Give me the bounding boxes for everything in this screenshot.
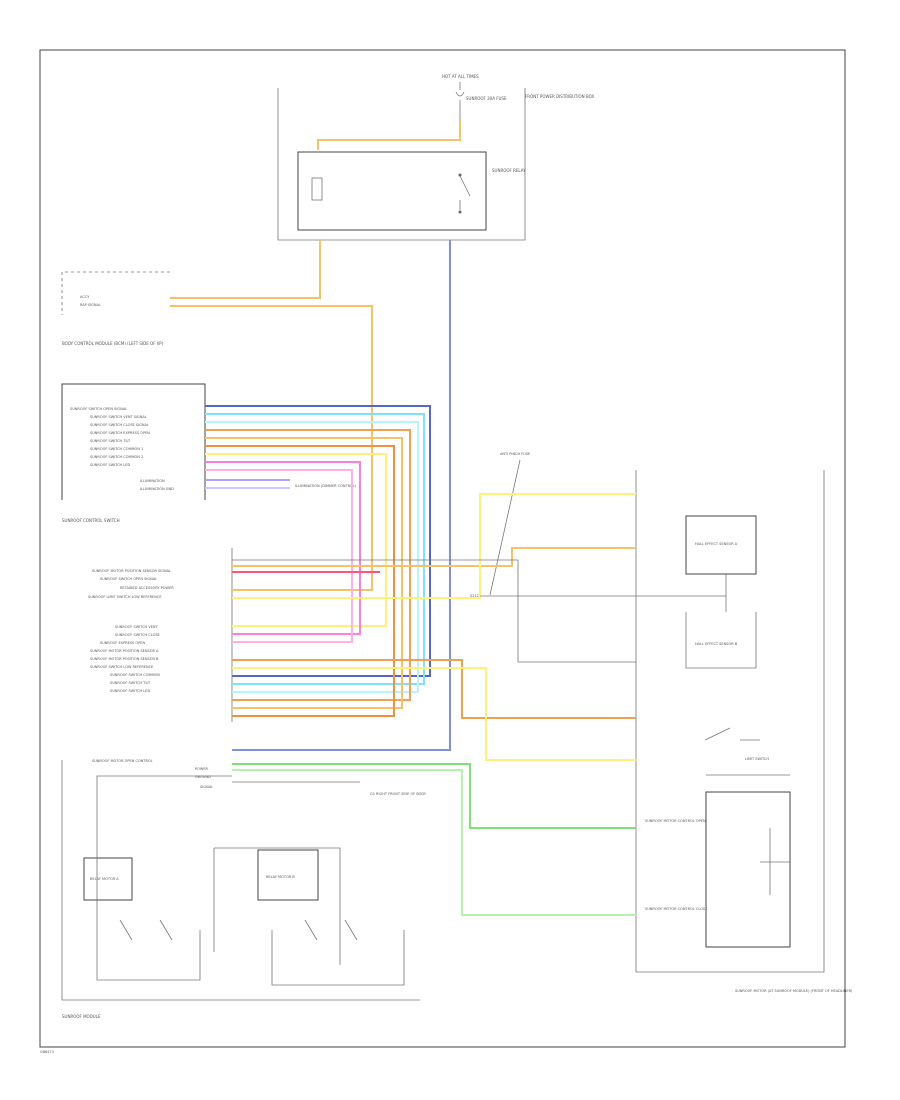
module-pin: SUNROOF LIMIT SWITCH LOW REFERENCE	[88, 595, 162, 599]
switch-pin: SUNROOF SWITCH COMMON 1	[90, 447, 143, 451]
module-block: SUNROOF MOTOR POSITION SENSOR SIGNAL SUN…	[88, 548, 427, 796]
motor-assembly: HALL EFFECT SENSOR A HALL EFFECT SENSOR …	[635, 470, 853, 993]
module-pin: SUNROOF MOTOR POSITION SENSOR A	[90, 649, 159, 653]
diagram-frame	[39, 49, 846, 1048]
wire-orange-accy	[170, 240, 321, 299]
hall-sensor-a-label: HALL EFFECT SENSOR A	[695, 542, 738, 546]
bcm-label: BODY CONTROL MODULE (BCM) (LEFT SIDE OF …	[62, 341, 164, 346]
limit-switch-label: LIMIT SWITCH	[745, 757, 769, 761]
bcm-pin-1: ACCY	[80, 295, 90, 299]
bcm-pin-2: RAP SIGNAL	[80, 303, 101, 307]
hall-sensor-b-label: HALL EFFECT SENSOR B	[695, 642, 738, 646]
module-pin: SUNROOF SWITCH CLOSE	[115, 633, 160, 637]
ground-note: G1 RIGHT FRONT SIDE OF BODY	[370, 792, 427, 796]
module-pin: SUNROOF SWITCH COMMON	[110, 673, 160, 677]
motor-control-close-label: SUNROOF MOTOR CONTROL CLOSE	[645, 907, 707, 911]
module-pin: SUNROOF SWITCH OPEN SIGNAL	[100, 577, 157, 581]
wire-yellow-common2	[205, 453, 387, 627]
wire-cyan-vent	[205, 413, 425, 685]
wire-lightgreen-close	[232, 769, 636, 916]
fuse-relay-block: HOT AT ALL TIMES SUNROOF 30A FUSE FRONT …	[277, 74, 595, 241]
wire-lightcyan-close	[205, 421, 419, 693]
switch-pin: ILLUMINATION GND	[140, 487, 174, 491]
switch-block: SUNROOF SWITCH OPEN SIGNAL SUNROOF SWITC…	[61, 383, 357, 523]
switch-pin: ILLUMINATION	[140, 479, 165, 483]
splice-label: S212	[470, 594, 479, 598]
lower-module-label: SUNROOF MODULE	[62, 1014, 101, 1019]
wire-tan-speed	[170, 305, 373, 591]
relay-label: SUNROOF RELAY	[492, 168, 526, 173]
wire-orange-feed	[317, 120, 461, 150]
switch-pin: SUNROOF SWITCH EXPRESS OPEN	[90, 431, 150, 435]
relay-motor-b-label: RELAY MOTOR B	[266, 875, 295, 879]
wire-tan-low	[232, 659, 636, 719]
switch-pin: SUNROOF SWITCH CLOSE SIGNAL	[90, 423, 149, 427]
switch-pin: SUNROOF SWITCH OPEN SIGNAL	[70, 407, 127, 411]
switch-pin: SUNROOF SWITCH TILT	[90, 439, 131, 443]
lower-pin-list: SUNROOF MOTOR OPEN CONTROL POWER GROUND …	[92, 759, 213, 789]
motor-assembly-label: SUNROOF MOTOR (AT SUNROOF MODULE) (FRONT…	[735, 989, 853, 993]
lower-pin: SUNROOF MOTOR OPEN CONTROL	[92, 759, 153, 763]
illumination-note: ILLUMINATION (DIMMER CONTROL)	[295, 484, 357, 488]
switch-label: SUNROOF CONTROL SWITCH	[62, 518, 120, 523]
wire-grey-sensor	[232, 559, 636, 663]
lower-module: SUNROOF MODULE RELAY MOTOR A RELAY MOTOR…	[61, 760, 420, 1019]
power-top-label: HOT AT ALL TIMES	[442, 74, 479, 79]
motor-control-open-label: SUNROOF MOTOR CONTROL OPEN	[645, 819, 706, 823]
wire-blue-open	[205, 405, 431, 677]
module-pin: SUNROOF SWITCH TILT	[110, 681, 151, 685]
wire-tan-tilt	[205, 437, 403, 709]
switch-pin: SUNROOF SWITCH COMMON 2	[90, 455, 143, 459]
wire-pink-illum	[205, 469, 353, 643]
module-pin: SUNROOF EXPRESS OPEN	[100, 641, 145, 645]
lower-pin: POWER	[195, 767, 209, 771]
module-pin: RETAINED ACCESSORY POWER	[120, 586, 174, 590]
footer-code: G86473	[40, 1050, 54, 1054]
bcm-block: ACCY RAP SIGNAL BODY CONTROL MODULE (BCM…	[61, 271, 170, 346]
module-pin-list: SUNROOF MOTOR POSITION SENSOR SIGNAL SUN…	[88, 569, 174, 693]
module-pin: SUNROOF SWITCH LOW REFERENCE	[90, 665, 153, 669]
wire-orange-common1	[205, 445, 395, 717]
lower-pin: GROUND	[195, 775, 211, 779]
wire-yellow-hall	[232, 493, 636, 599]
wire-yellow-limit	[232, 667, 636, 761]
wire-grey-lower	[96, 775, 232, 930]
fuse-label: SUNROOF 30A FUSE	[466, 96, 507, 101]
wire-green-open	[232, 763, 636, 829]
relay-motor-a-label: RELAY MOTOR A	[90, 877, 119, 881]
wire-blue-main	[232, 240, 451, 751]
wire-pink-led	[205, 461, 361, 635]
lower-pin: SIGNAL	[200, 785, 213, 789]
wire-orange-motor	[232, 547, 636, 567]
wire-harness	[96, 120, 726, 930]
fuse-lower-label: ANTI PINCH FUSE	[500, 452, 530, 456]
module-pin: SUNROOF MOTOR POSITION SENSOR SIGNAL	[92, 569, 171, 573]
switch-pin-list: SUNROOF SWITCH OPEN SIGNAL SUNROOF SWITC…	[70, 407, 174, 491]
fuse-block-label: FRONT POWER DISTRIBUTION BOX	[525, 94, 595, 99]
switch-pin: SUNROOF SWITCH LED	[90, 463, 130, 467]
module-pin: SUNROOF MOTOR POSITION SENSOR B	[90, 657, 159, 661]
module-pin: SUNROOF SWITCH LED	[110, 689, 150, 693]
module-pin: SUNROOF SWITCH VENT	[115, 625, 159, 629]
switch-pin: SUNROOF SWITCH VENT SIGNAL	[90, 415, 147, 419]
